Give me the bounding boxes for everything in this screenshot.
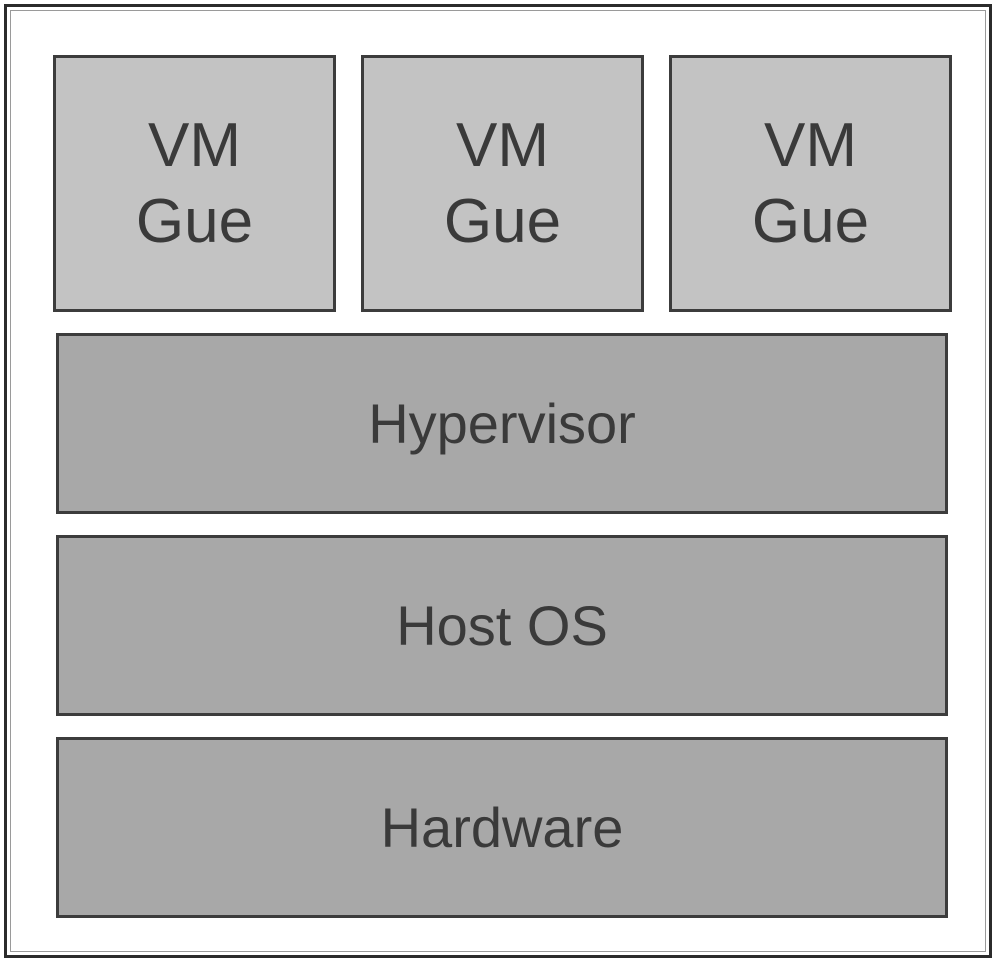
vm-guest-label-line1: VM bbox=[764, 110, 857, 180]
diagram-frame: VM Gue VM Gue VM Gue Hypervisor Host OS … bbox=[4, 4, 992, 958]
hypervisor-label: Hypervisor bbox=[368, 392, 636, 455]
vm-guest-label-line1: VM bbox=[148, 110, 241, 180]
vm-guest-box-3: VM Gue bbox=[669, 55, 952, 312]
vm-guest-label-line2: Gue bbox=[443, 186, 562, 256]
host-os-layer: Host OS bbox=[56, 535, 948, 716]
vm-guest-box-2: VM Gue bbox=[361, 55, 644, 312]
hypervisor-layer: Hypervisor bbox=[56, 333, 948, 514]
vm-guest-label-line2: Gue bbox=[751, 186, 870, 256]
vm-guest-box-1: VM Gue bbox=[53, 55, 336, 312]
vm-guest-label-line1: VM bbox=[456, 110, 549, 180]
vm-guest-label-line2: Gue bbox=[135, 186, 254, 256]
hardware-label: Hardware bbox=[380, 796, 624, 859]
hardware-layer: Hardware bbox=[56, 737, 948, 918]
diagram-frame-inner: VM Gue VM Gue VM Gue Hypervisor Host OS … bbox=[10, 10, 986, 952]
host-os-label: Host OS bbox=[396, 594, 608, 657]
